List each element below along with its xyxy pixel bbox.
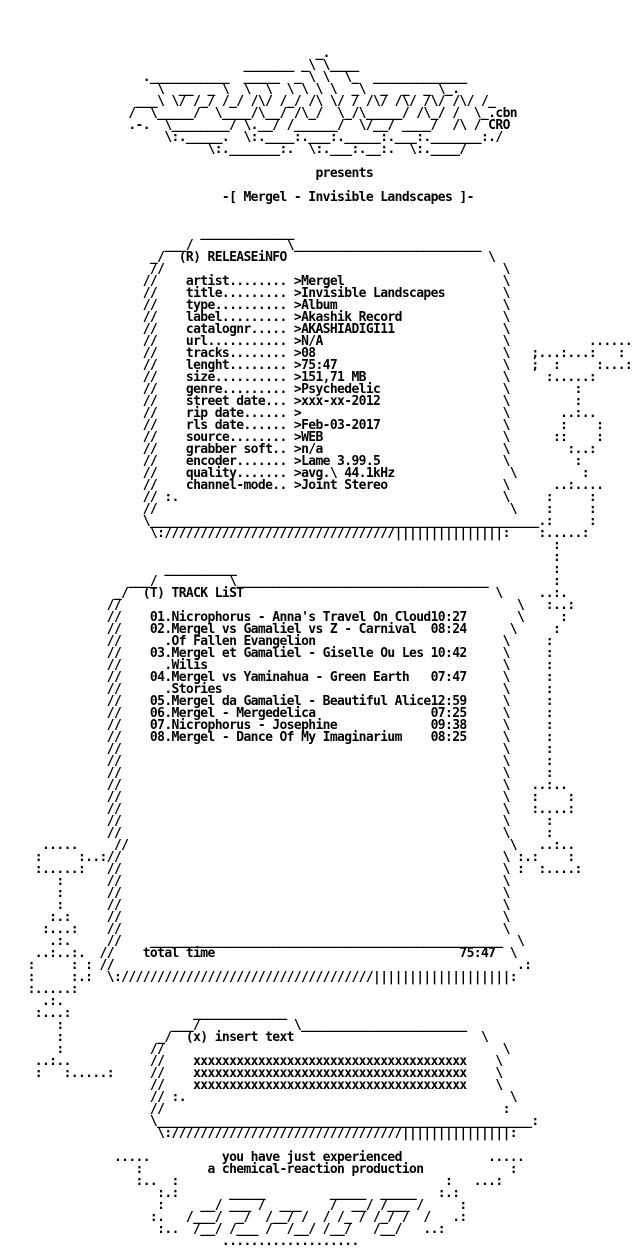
nfo-line: : _/ (x) insert text \: [6, 1030, 489, 1045]
nfo-line: // \ :: [6, 742, 554, 757]
nfo-line: // 03.Mergel et Gamaliel - Giselle Ou Le…: [6, 646, 554, 661]
nfo-line: ___\ \/ /_/ /_/ /\/ /_/ /\ \/ / /\/ /\/ …: [6, 94, 496, 109]
nfo-line: // artist........ >Mergel \: [6, 274, 511, 289]
nfo-line: .-. \________/ \.__/ /______/ \/__/ ____…: [6, 118, 510, 133]
nfo-line: // 07.Nicrophorus - Josephine 09:38 \ :: [6, 718, 554, 733]
nfo-line: \:////////////////////////////////||||||…: [6, 526, 590, 541]
nfo-line: : ___/ \_______________________: [6, 1018, 467, 1033]
nfo-line: // :. \ : :: [6, 490, 597, 505]
nfo-line: ..:..:. // total time 75:47 \: [6, 946, 518, 961]
nfo-line: :...: _____________: [6, 1006, 288, 1021]
nfo-line: : :..:// \ :.: :: [6, 850, 575, 865]
nfo-line: :.: // \: [6, 910, 510, 925]
nfo-line: ___/ \__________________________: [6, 238, 481, 253]
nfo-line: // \ :: [6, 814, 554, 829]
nfo-line: // xxxxxxxxxxxxxxxxxxxxxxxxxxxxxxxxxxxxx…: [6, 1078, 503, 1093]
nfo-line: ..... // \ ..:..: [6, 838, 575, 853]
nfo-line: :. /___/ _/ /__/ / / /_ / /_/ / / .:: [6, 1210, 467, 1225]
nfo-line: // \ ..:..: [6, 778, 568, 793]
nfo-line: :...: // \: [6, 922, 510, 937]
nfo-line: _/ (R) RELEASEiNFO \: [6, 250, 496, 265]
nfo-line: :.: _____ _____ _____ :.:: [6, 1186, 460, 1201]
nfo-line: :: [6, 550, 561, 565]
nfo-line: : // \: [6, 1042, 510, 1057]
nfo-line: :.....:: [6, 982, 79, 997]
nfo-line: \:._____. \:.____:.___:._____:.___:.____…: [6, 130, 503, 145]
nfo-line: \_______________________________________…: [6, 1114, 539, 1129]
nfo-line: // \ : :: [6, 790, 575, 805]
nfo-line: .___________ _____ _ \ \ \_ ____________…: [6, 70, 467, 85]
nfo-line: : :.....: // xxxxxxxxxxxxxxxxxxxxxxxxxxx…: [6, 1066, 503, 1081]
nfo-line: _______ _\ \____: [6, 58, 359, 73]
nfo-line: // .Of Fallen Evangelion \ :: [6, 634, 554, 649]
nfo-line: :.....: // \ : :....:: [6, 862, 583, 877]
nfo-line: // 01.Nicrophorus - Anna's Travel On Clo…: [6, 610, 568, 625]
nfo-line: :.. /__/ /___ / /__/ /__/ /__/ ..:: [6, 1222, 446, 1237]
nfo-line: ..... you have just experienced .....: [6, 1150, 525, 1165]
nfo-line: : __/ ___ / ___ / __/ /___ / :: [6, 1198, 467, 1213]
nfo-line: // rls date...... >Feb-03-2017 \ : :: [6, 418, 604, 433]
nfo-line: // lenght........ >75:47 \ ; : :...:: [6, 358, 632, 373]
nfo-line: .:.: [6, 994, 64, 1009]
nfo-line: :.. : : ...:: [6, 1174, 504, 1189]
nfo-line: // title......... >Invisible Landscapes …: [6, 286, 511, 301]
nfo-line: :: [6, 538, 561, 553]
nfo-line: \ __ _ \ \ \ \ \ \ \ _\ _ _ _ \_.: [6, 82, 460, 97]
nfo-line: : : : // .:: [6, 958, 532, 973]
nfo-line: // :: [6, 1102, 510, 1117]
nfo-line: _/ (T) TRACK LiST \ ..:.: [6, 586, 568, 601]
nfo-line: // size.......... >151,71 MB \ :.....:: [6, 370, 597, 385]
nfo-line: \:////////////////////////////////||||||…: [6, 1126, 517, 1141]
nfo-line: __________ :: [6, 562, 561, 577]
nfo-line: // 06.Mergel - Mergedelica 07:25 \ :: [6, 706, 554, 721]
nfo-line: // \ :: [6, 766, 554, 781]
nfo-line: presents: [6, 166, 374, 181]
nfo-line: .:. // _________________________________…: [6, 934, 525, 949]
nfo-line: : :.: \:////////////////////////////////…: [6, 970, 518, 985]
nfo-line: // \ :..:: [6, 598, 575, 613]
nfo-line: // grabber soft.. >n/a \ :..:: [6, 442, 597, 457]
nfo-line: // .Stories \ :: [6, 682, 554, 697]
nfo-line: ..:.. // xxxxxxxxxxxxxxxxxxxxxxxxxxxxxxx…: [6, 1054, 503, 1069]
nfo-text-art: _. _______ _\ \____ .___________ _____ _…: [6, 46, 632, 1249]
nfo-line: // type.......... >Album \: [6, 298, 511, 313]
nfo-line: _.: [6, 46, 330, 61]
nfo-line: ___/ \__________________________________…: [6, 574, 561, 589]
nfo-line: // url........... >N/A \ ......: [6, 334, 632, 349]
nfo-line: // 05.Mergel da Gamaliel - Beautiful Ali…: [6, 694, 554, 709]
nfo-line: // \ :: [6, 826, 554, 841]
nfo-line: \_______________________________________…: [6, 514, 597, 529]
nfo-line: // source........ >WEB \ :: :: [6, 430, 604, 445]
nfo-line: // catalognr..... >AKASHIADIGI11 \: [6, 322, 511, 337]
nfo-line: -[ Mergel - Invisible Landscapes ]-: [6, 190, 475, 205]
nfo-line: / \_____/ \____/\__/ /\_/ \_/\_____/ /\_…: [6, 106, 517, 121]
nfo-line: \:._______:. \:.___:.__:. \:.____/: [6, 142, 468, 157]
nfo-line: // channel-mode.. >Joint Stereo \ ..:...…: [6, 478, 604, 493]
nfo-line: // tracks........ >08 \ ;...:...: :: [6, 346, 626, 361]
nfo-line: // .Wilis \ :: [6, 658, 554, 673]
nfo-line: // \: [6, 262, 510, 277]
nfo-line: ...................: [6, 1234, 359, 1249]
nfo-line: // quality....... >avg.\ 44.1kHz \ :: [6, 466, 590, 481]
nfo-line: : // \: [6, 898, 510, 913]
nfo-line: // 02.Mergel vs Gamaliel vs Z - Carnival…: [6, 622, 561, 637]
nfo-line: // \ :: [6, 754, 554, 769]
nfo-line: // :. \: [6, 1090, 518, 1105]
nfo-line: : // \: [6, 874, 510, 889]
nfo-line: // label......... >Akashik Record \: [6, 310, 511, 325]
nfo-line: // encoder....... >Lame 3.99.5 \ :: [6, 454, 583, 469]
nfo-line: // rip date...... > \ ..:..: [6, 406, 597, 421]
nfo-line: : a chemical-reaction production :: [6, 1162, 518, 1177]
nfo-line: _____________: [6, 226, 294, 241]
nfo-line: : // \: [6, 886, 510, 901]
nfo-line: // genre......... >Psychedelic \ :: [6, 382, 583, 397]
nfo-line: // \ :....:: [6, 802, 575, 817]
nfo-line: // street date... >xxx-xx-2012 \ :: [6, 394, 583, 409]
nfo-line: // \ : :: [6, 502, 597, 517]
nfo-line: // 04.Mergel vs Yaminahua - Green Earth …: [6, 670, 554, 685]
nfo-line: // 08.Mergel - Dance Of My Imaginarium 0…: [6, 730, 554, 745]
nfo-line: [6, 204, 632, 216]
